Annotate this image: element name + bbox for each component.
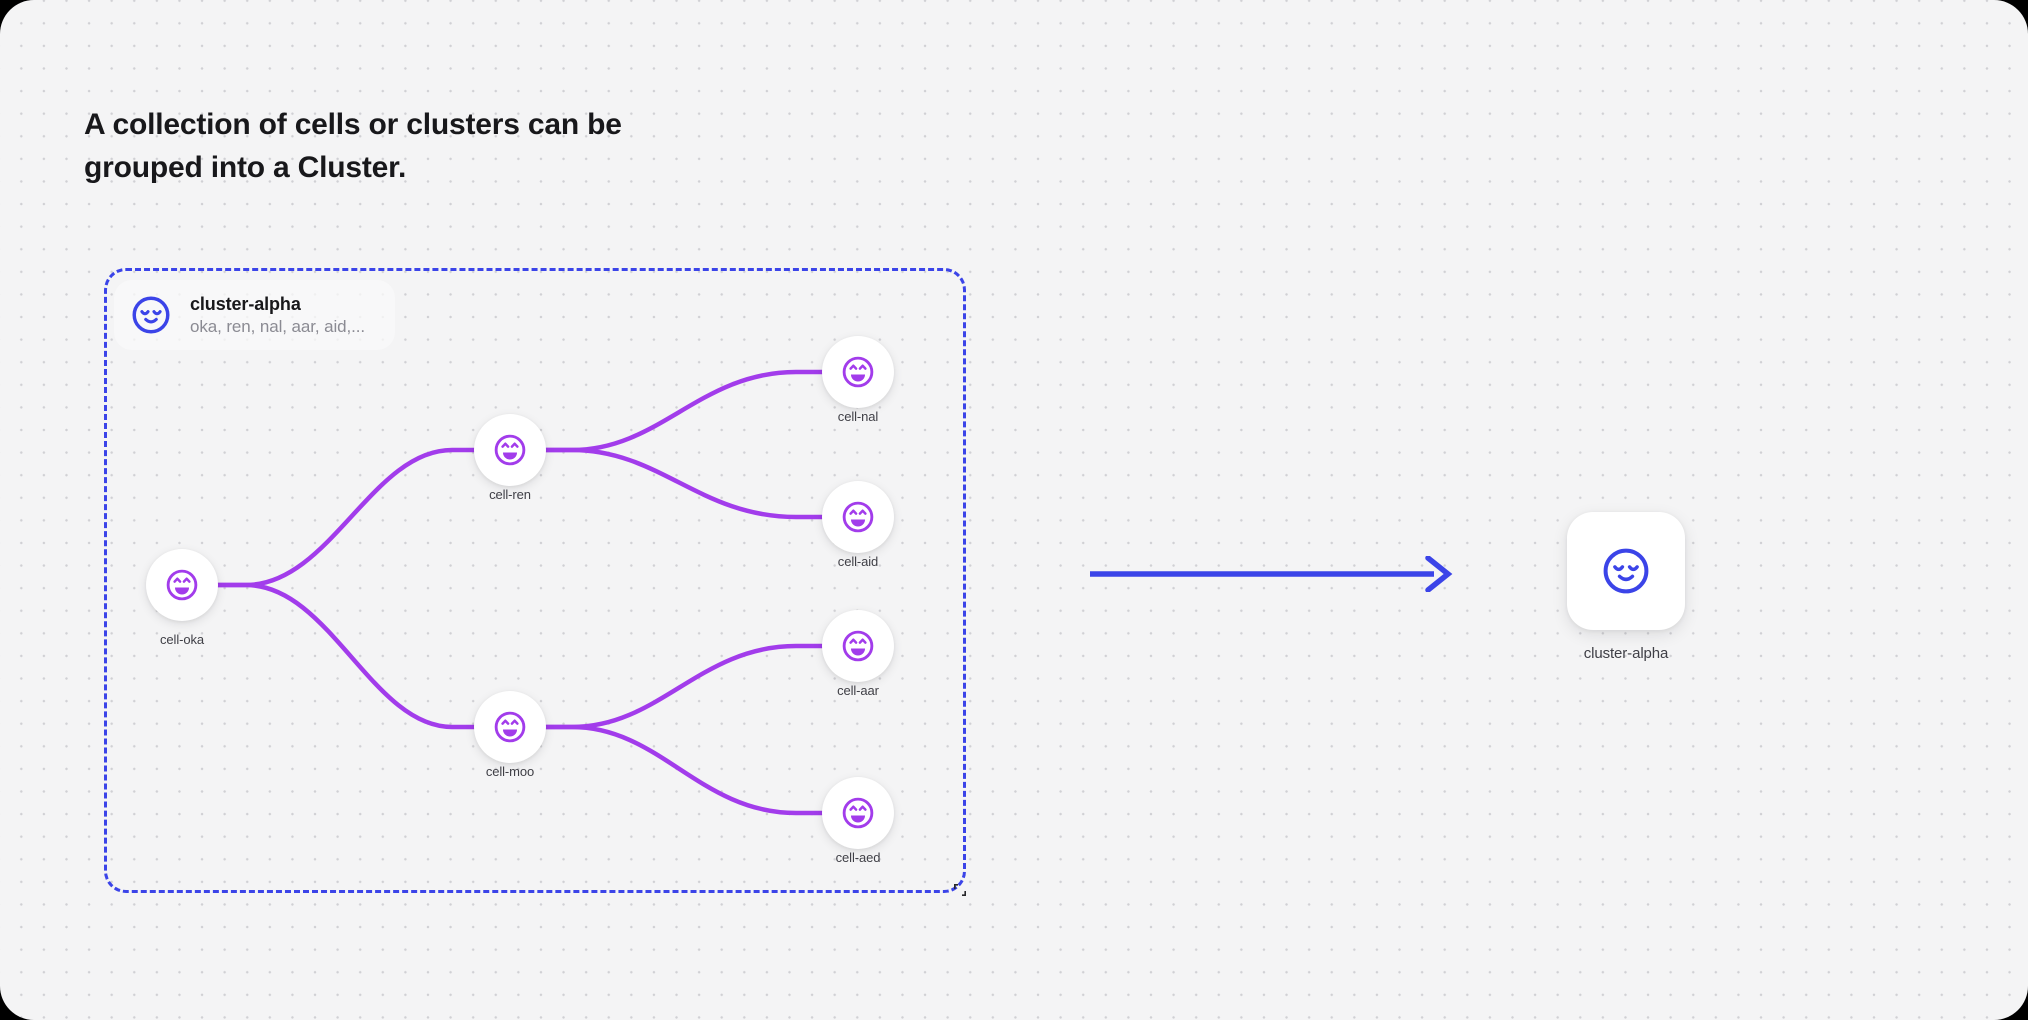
smiling-face-icon	[494, 434, 526, 466]
graph-node-cell-aid[interactable]	[822, 481, 894, 553]
graph-node-cell-ren[interactable]	[474, 414, 546, 486]
relaxed-face-icon	[132, 296, 170, 334]
graph-node-cell-aed[interactable]	[822, 777, 894, 849]
result-node-caption: cluster-alpha	[1583, 645, 1669, 662]
cluster-label-card[interactable]: cluster-alpha oka, ren, nal, aar, aid,..…	[114, 280, 395, 350]
graph-node-caption-cell-moo: cell-moo	[485, 764, 535, 779]
graph-node-caption-cell-ren: cell-ren	[489, 487, 531, 502]
cluster-label-title: cluster-alpha	[190, 293, 301, 314]
smiling-face-icon	[166, 569, 198, 601]
relaxed-face-icon	[1603, 548, 1649, 594]
graph-node-caption-cell-nal: cell-nal	[837, 409, 879, 424]
smiling-face-icon	[842, 501, 874, 533]
graph-node-cell-aar[interactable]	[822, 610, 894, 682]
graph-node-cell-nal[interactable]	[822, 336, 894, 408]
result-node-cluster-alpha[interactable]	[1567, 512, 1685, 630]
smiling-face-icon	[842, 630, 874, 662]
cluster-label-text: cluster-alpha oka, ren, nal, aar, aid,..…	[190, 294, 365, 337]
graph-node-caption-cell-aid: cell-aid	[837, 554, 879, 569]
smiling-face-icon	[842, 797, 874, 829]
right-arrow-icon	[1090, 556, 1453, 592]
cluster-label-subtitle: oka, ren, nal, aar, aid,...	[190, 316, 365, 336]
graph-node-caption-cell-aar: cell-aar	[837, 683, 879, 698]
resize-corner-icon[interactable]	[953, 883, 967, 897]
smiling-face-icon	[842, 356, 874, 388]
graph-node-cell-moo[interactable]	[474, 691, 546, 763]
page-title: A collection of cells or clusters can be…	[84, 108, 622, 184]
graph-node-caption-cell-aed: cell-aed	[835, 850, 881, 865]
smiling-face-icon	[494, 711, 526, 743]
graph-node-caption-cell-oka: cell-oka	[160, 632, 204, 647]
graph-node-cell-oka[interactable]	[146, 549, 218, 621]
cluster-group-boundary[interactable]	[104, 268, 966, 893]
